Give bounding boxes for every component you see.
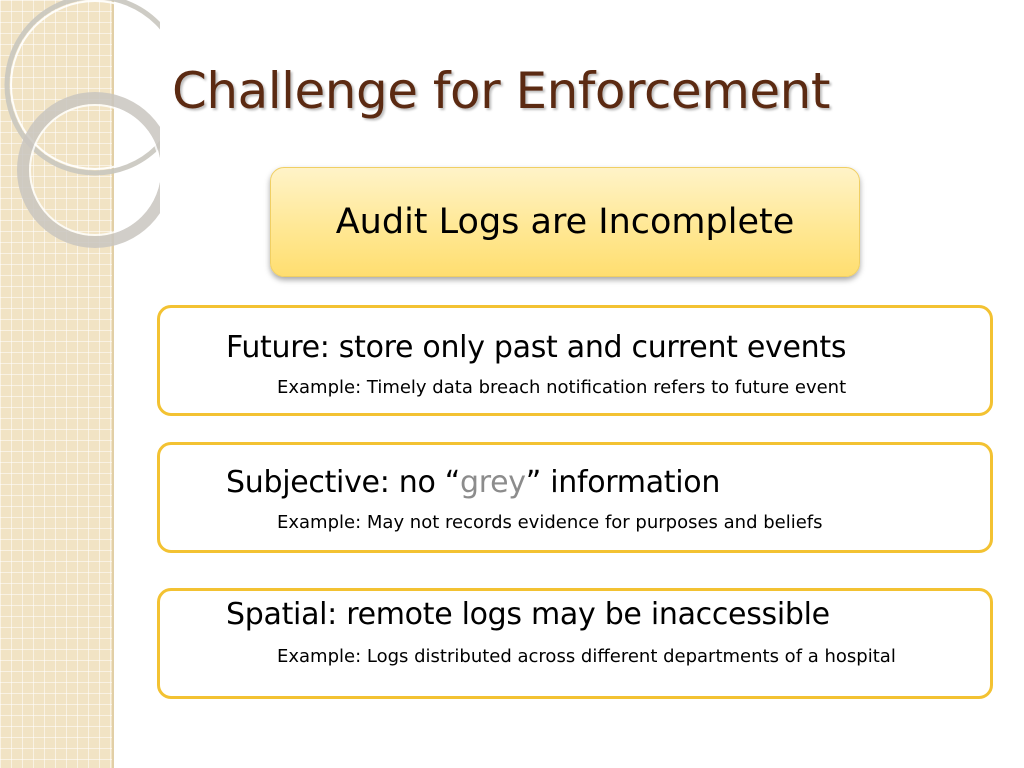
card-heading: Subjective: no “grey” information	[226, 465, 720, 500]
card-future: Future: store only past and current even…	[157, 305, 993, 416]
card-example: Example: Logs distributed across differe…	[277, 646, 896, 667]
grey-highlight-word: grey	[459, 465, 526, 500]
card-spatial: Spatial: remote logs may be inaccessible…	[157, 588, 993, 699]
card-heading: Spatial: remote logs may be inaccessible	[226, 597, 830, 632]
card-heading-prefix: Subjective: no “	[226, 465, 460, 500]
decorative-circles	[4, 0, 160, 248]
card-heading-suffix: ” information	[525, 465, 721, 500]
card-subjective: Subjective: no “grey” information Exampl…	[157, 442, 993, 553]
card-heading: Future: store only past and current even…	[226, 330, 847, 365]
card-example: Example: May not records evidence for pu…	[277, 512, 823, 533]
headline-box: Audit Logs are Incomplete	[270, 167, 860, 277]
card-example: Example: Timely data breach notification…	[277, 377, 847, 398]
headline-text: Audit Logs are Incomplete	[335, 202, 795, 242]
sidebar-divider	[112, 0, 114, 768]
slide-title: Challenge for Enforcement	[172, 62, 830, 120]
